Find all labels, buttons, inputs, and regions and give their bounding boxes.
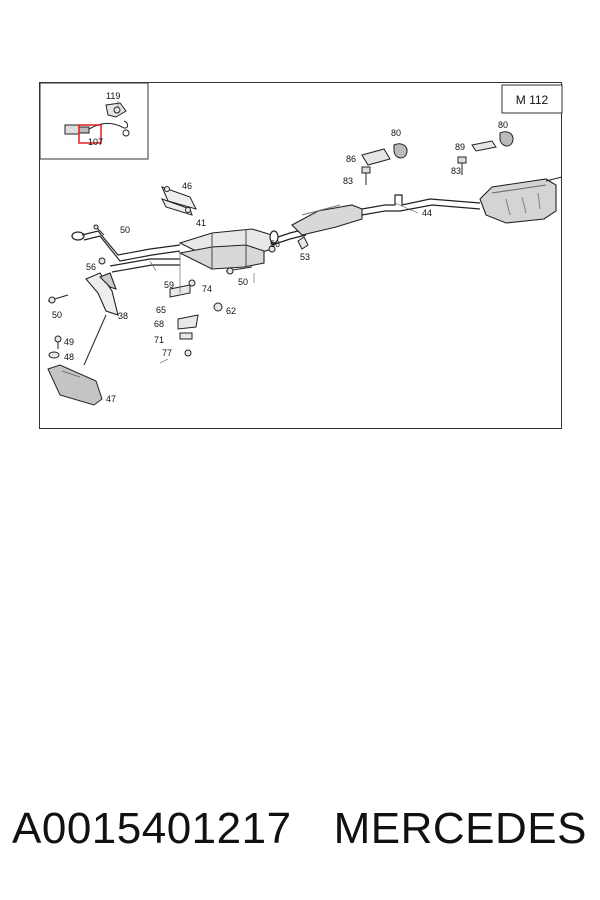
model-tag: M 112 [516,93,549,107]
exhaust-parts-diagram: M 112 [39,82,563,429]
label-74: 74 [202,284,212,294]
label-83-a: 83 [343,176,353,186]
label-86: 86 [346,154,356,164]
label-71: 71 [154,335,164,345]
brand-name: MERCEDES [333,804,587,853]
label-80-b: 80 [498,120,508,130]
resonator-icon [291,204,363,236]
label-107: 107 [88,137,103,147]
clamp-46-icon [160,186,197,216]
label-50-a: 50 [120,225,130,235]
front-pipe-icon [71,230,181,273]
label-48: 48 [64,352,74,362]
label-50-d: 50 [238,277,248,287]
oxygen-sensor-icon [64,102,130,137]
label-38: 38 [118,311,128,321]
bracket-38-icon [83,272,119,366]
rear-muffler-icon [479,176,563,224]
label-59: 59 [164,280,174,290]
label-44: 44 [422,208,432,218]
label-50-b: 50 [52,310,62,320]
label-41: 41 [196,218,206,228]
label-119: 119 [106,91,120,101]
leader-lines [117,101,419,364]
inset-frame [40,83,149,160]
rear-pipe-icon [361,194,481,216]
label-65: 65 [156,305,166,315]
label-47: 47 [106,394,116,404]
bolt-icon [361,156,467,185]
label-80-a: 80 [391,128,401,138]
catalytic-converter-icon [178,228,273,270]
label-49: 49 [64,337,74,347]
label-83-b: 83 [451,166,461,176]
label-56-b: 56 [270,239,280,249]
part-number: A0015401217 [12,804,292,853]
label-53: 53 [300,252,310,262]
label-77: 77 [162,348,172,358]
label-89: 89 [455,142,465,152]
label-62: 62 [226,306,236,316]
model-tag-frame [501,84,563,114]
label-68: 68 [154,319,164,329]
label-56-a: 56 [86,262,96,272]
rubber-mount-icon [361,131,514,166]
diagram-canvas: M 112 [40,83,563,406]
product-caption: A0015401217 MERCEDES [12,804,592,864]
heat-shield-icon [47,364,103,406]
highlight-box [78,124,102,144]
label-46: 46 [182,181,192,191]
